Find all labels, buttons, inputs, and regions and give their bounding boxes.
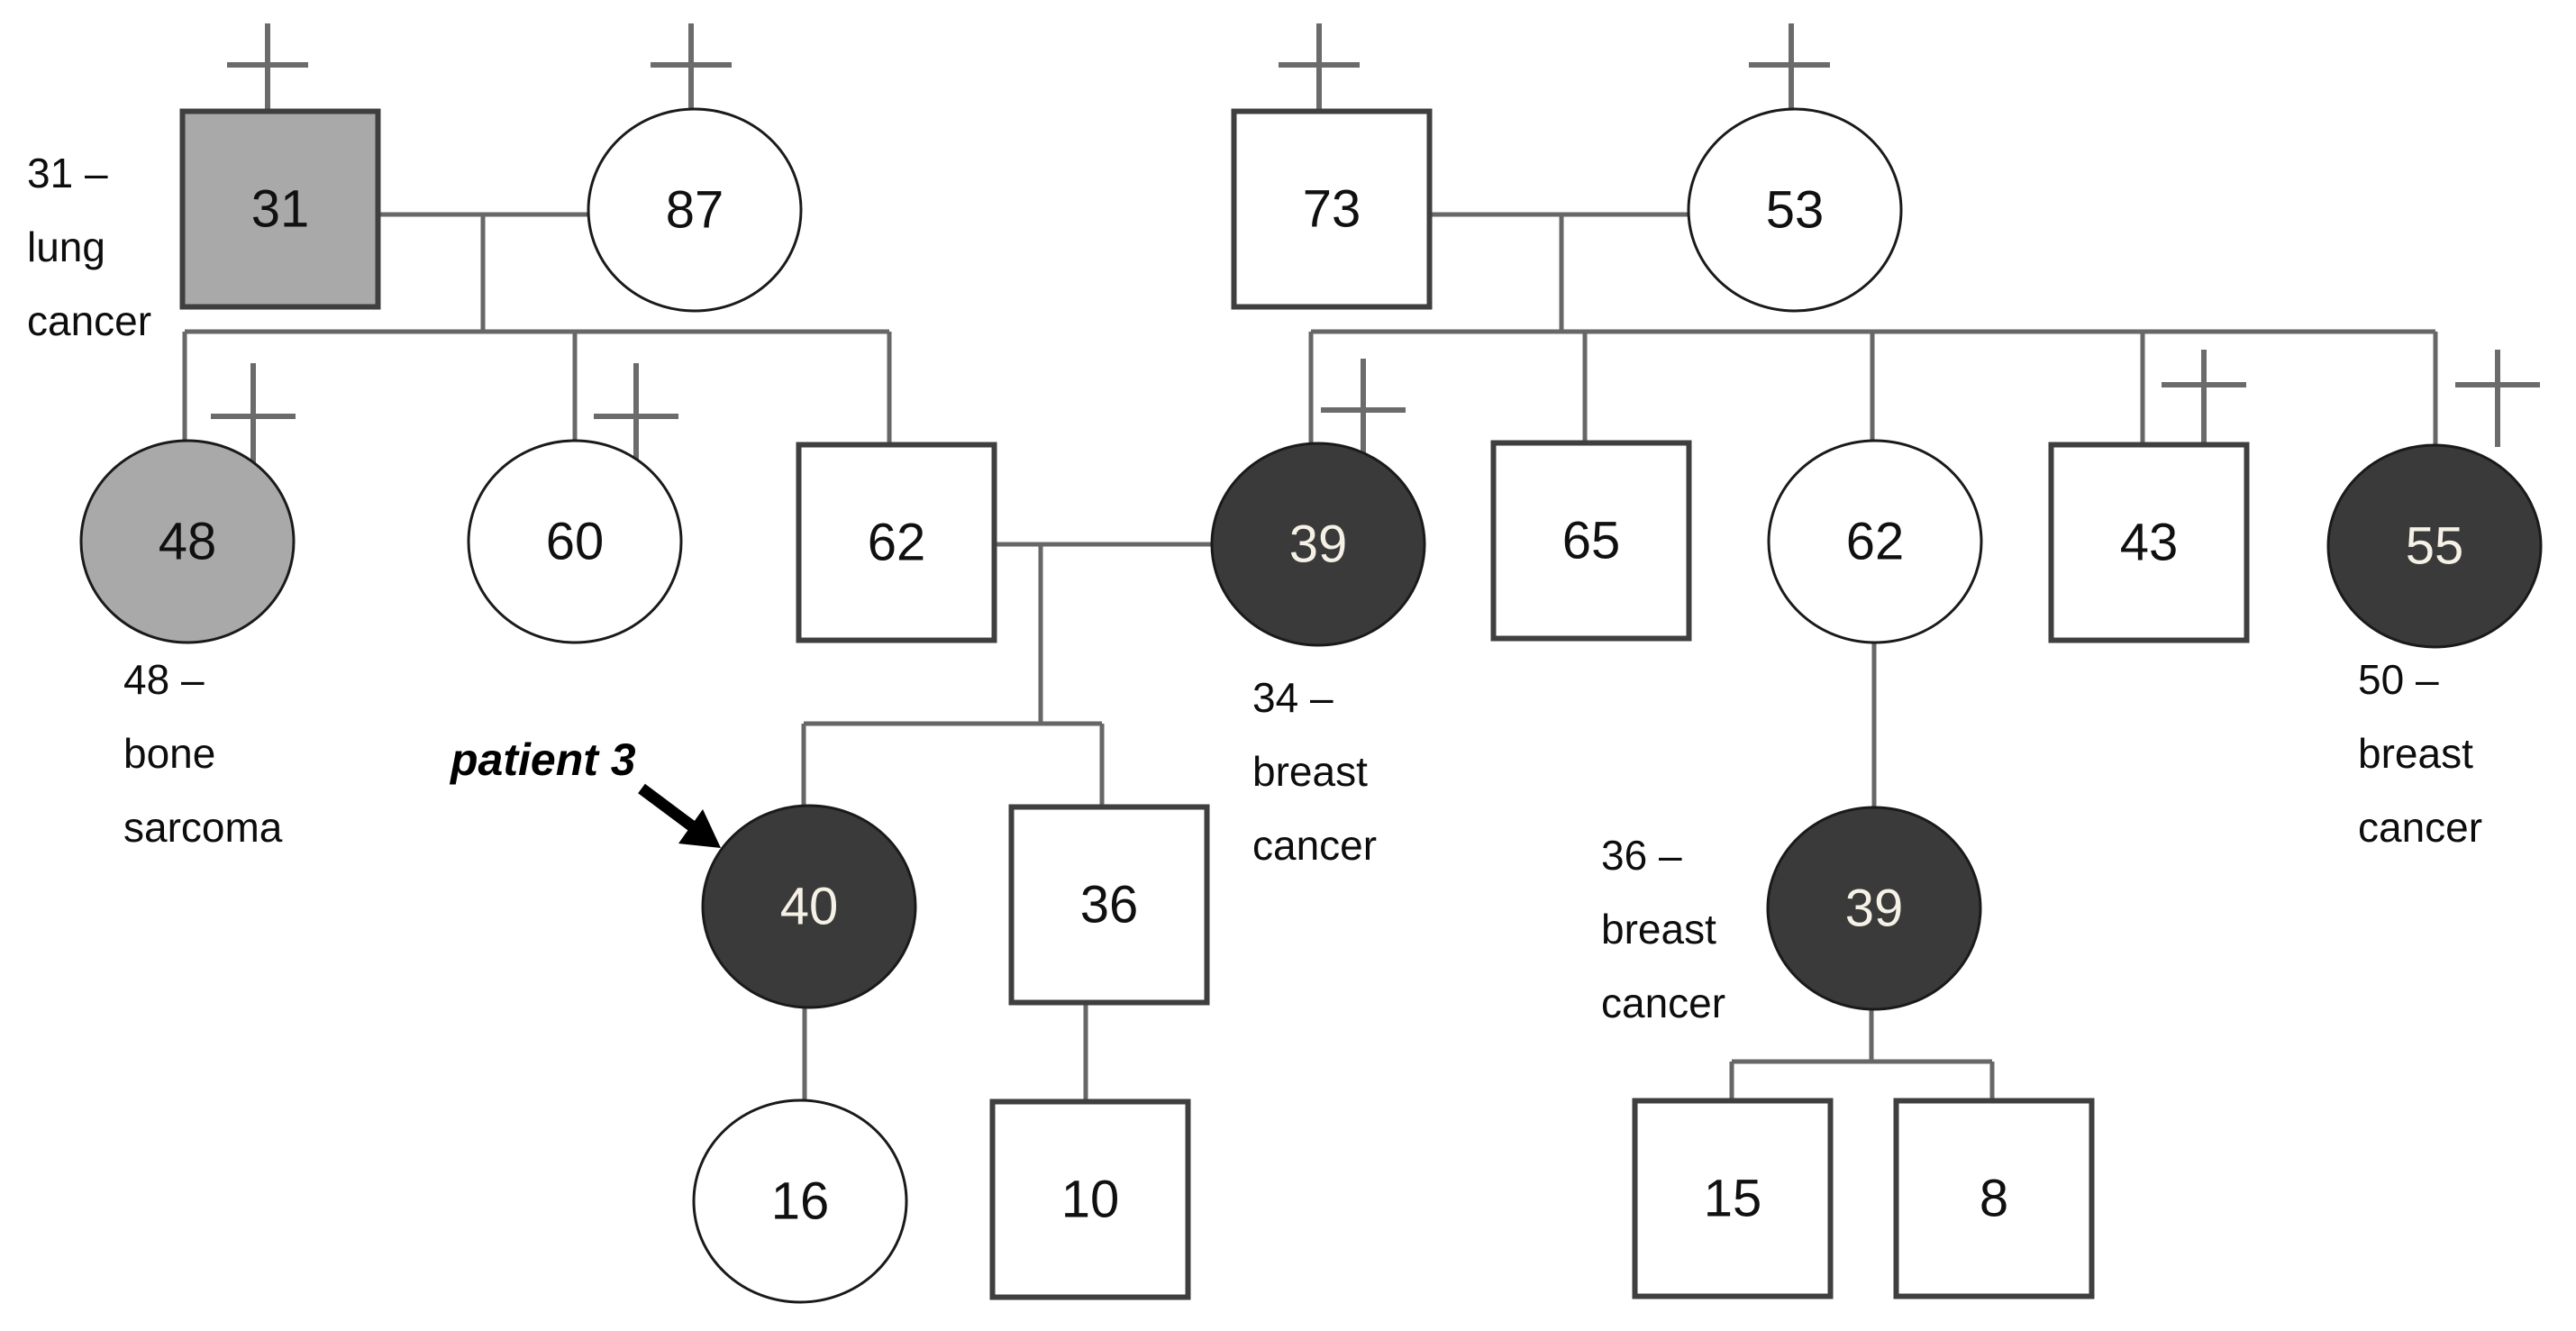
diagnosis-label-line: 50 – [2358,656,2439,703]
diagnosis-label-line: 31 – [27,150,108,196]
female-symbol [1210,442,1426,647]
diagnosis-label: 50 – breast cancer [2358,656,2482,851]
diagnosis-label: 48 – bone sarcoma [123,656,283,851]
age-text: 8 [1980,1170,2008,1228]
age-text: 60 [546,513,605,571]
person-nephew-10[interactable]: 10 [989,1099,1191,1300]
diagnosis-label-line: breast [1252,748,1368,795]
female-symbol [1767,439,1983,644]
female-symbol [1766,806,1982,1011]
age-text: 62 [1846,513,1905,571]
annotation-arrow-head-icon [678,809,721,848]
female-symbol [701,804,917,1009]
person-grandmother-left[interactable]: 87 [587,107,803,313]
diagnosis-label-line: cancer [27,297,151,344]
diagnosis-label: 31 – lung cancer [27,150,151,344]
diagnosis-label: 34 – breast cancer [1252,674,1377,869]
person-daughter-16[interactable]: 16 [692,1099,908,1304]
person-grandfather-left[interactable]: 31 31 – lung cancer [27,108,381,345]
male-symbol [1231,108,1433,310]
age-text: 65 [1562,512,1621,570]
female-symbol [467,439,683,644]
diagnosis-label-line: lung [27,223,105,270]
female-symbol [587,107,803,313]
age-text: 87 [666,181,724,240]
male-symbol [989,1099,1191,1300]
diagnosis-label-line: breast [1601,906,1716,953]
deceased-cross-uncle-43 [2162,350,2246,451]
age-text: 31 [251,180,310,239]
diagnosis-label-line: breast [2358,730,2473,777]
male-symbol [1632,1098,1834,1299]
person-uncle-43[interactable]: 43 [2048,442,2250,643]
diagnosis-label-line: 36 – [1601,832,1682,879]
diagnosis-label-line: cancer [1252,822,1377,869]
patient-annotation-text: patient 3 [449,734,636,785]
age-text: 39 [1845,880,1904,938]
diagnosis-label-line: 34 – [1252,674,1334,721]
male-symbol [1008,804,1210,1006]
person-aunt-55[interactable]: 55 50 – breast cancer [2326,443,2543,851]
age-text: 36 [1080,876,1139,934]
age-text: 55 [2406,517,2464,576]
deceased-cross-grandmother-right [1749,23,1830,110]
deceased-cross-grandfather-right [1279,23,1360,110]
male-symbol [1490,440,1692,642]
female-symbol [2326,443,2543,649]
age-text: 16 [771,1172,830,1231]
age-text: 10 [1061,1171,1120,1229]
deceased-cross-grandmother-left [651,23,732,110]
male-symbol [796,442,997,643]
person-grandfather-right[interactable]: 73 [1231,108,1433,310]
annotation-arrow-shaft [638,783,702,836]
female-symbol [692,1099,908,1304]
diagnosis-label-line: cancer [2358,804,2482,851]
age-text: 43 [2120,514,2179,572]
person-uncle-65[interactable]: 65 [1490,440,1692,642]
female-symbol [79,439,296,644]
age-text: 53 [1766,181,1825,240]
male-symbol [179,108,381,310]
person-aunt-60[interactable]: 60 [467,439,683,644]
person-patient3-40[interactable]: 40 [701,804,917,1009]
male-symbol [1893,1098,2095,1299]
male-symbol [2048,442,2250,643]
person-cousins-son-8[interactable]: 8 [1893,1098,2095,1299]
person-brother-36[interactable]: 36 [1008,804,1210,1006]
deceased-cross-aunt-55 [2455,350,2540,447]
diagnosis-label-line: cancer [1601,980,1725,1026]
female-symbol [1687,107,1903,313]
diagnosis-label-line: sarcoma [123,804,283,851]
deceased-cross-grandfather-left [227,23,308,111]
diagnosis-label-line: bone [123,730,215,777]
person-cousin-39[interactable]: 39 36 – breast cancer [1601,806,1982,1026]
person-aunt-48[interactable]: 48 48 – bone sarcoma [79,439,296,851]
patient-annotation: patient 3 [449,734,721,848]
age-text: 73 [1303,180,1361,239]
age-text: 40 [780,878,839,936]
age-text: 39 [1289,515,1348,574]
diagnosis-label-line: 48 – [123,656,205,703]
person-aunt-62[interactable]: 62 [1767,439,1983,644]
person-mother-39[interactable]: 39 34 – breast cancer [1210,442,1426,869]
person-father-62[interactable]: 62 [796,442,997,643]
age-text: 15 [1704,1170,1762,1228]
diagnosis-label: 36 – breast cancer [1601,832,1725,1026]
age-text: 62 [868,514,926,572]
person-cousins-son-15[interactable]: 15 [1632,1098,1834,1299]
age-text: 48 [159,513,217,571]
person-grandmother-right[interactable]: 53 [1687,107,1903,313]
